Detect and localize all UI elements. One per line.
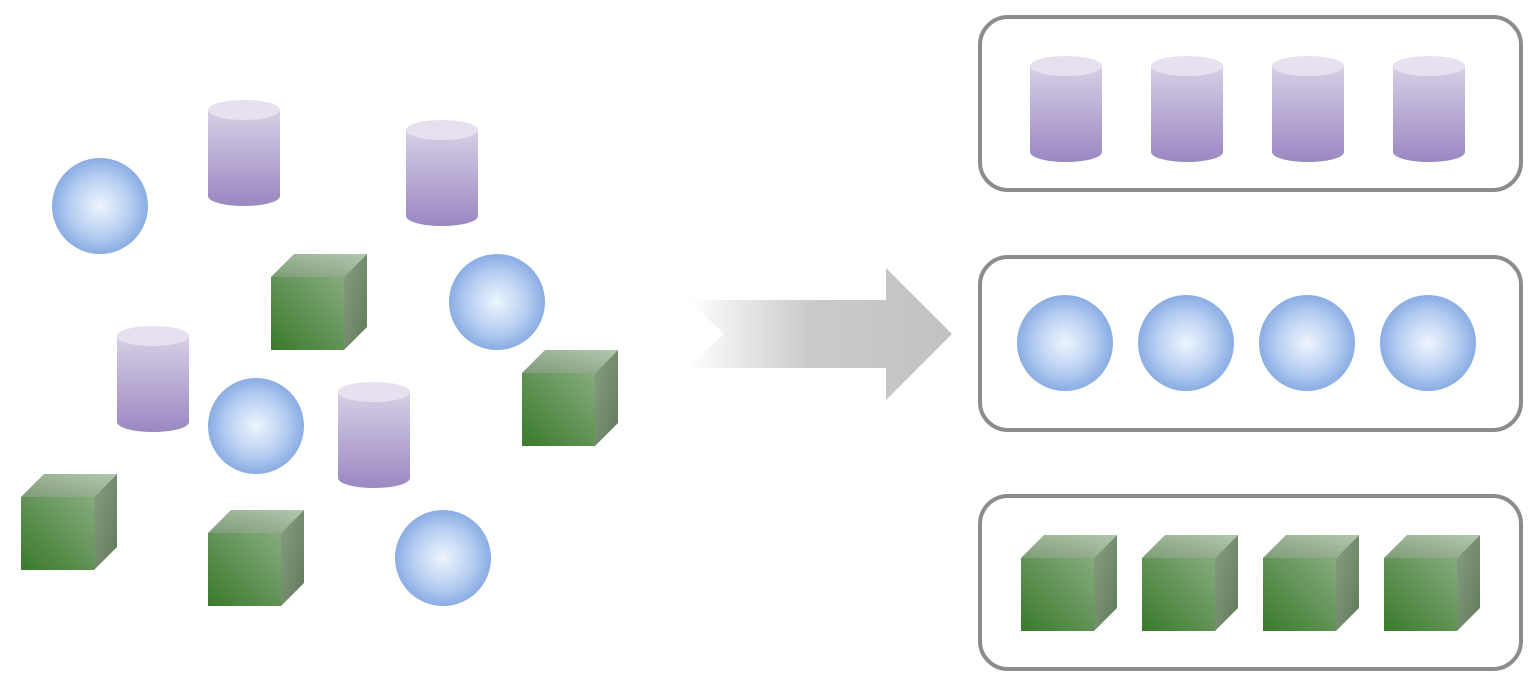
- sorted-sphere: [1259, 295, 1355, 391]
- unsorted-cube: [208, 510, 304, 606]
- sorted-groups: [978, 15, 1523, 671]
- sorted-cylinder: [1030, 56, 1102, 162]
- sorted-cube: [1263, 535, 1359, 631]
- unsorted-cylinder: [406, 120, 478, 226]
- unsorted-sphere: [395, 510, 491, 606]
- unsorted-cylinder: [117, 326, 189, 432]
- sort-arrow-icon: [688, 268, 952, 400]
- unsorted-sphere: [449, 254, 545, 350]
- group-box-spheres: [978, 255, 1523, 432]
- unsorted-sphere: [208, 378, 304, 474]
- unsorted-cylinder: [338, 382, 410, 488]
- unsorted-cube: [522, 350, 618, 446]
- group-box-cylinders: [978, 15, 1523, 192]
- sorted-sphere: [1380, 295, 1476, 391]
- unsorted-cylinder: [208, 100, 280, 206]
- unsorted-shapes: [21, 100, 618, 606]
- unsorted-cube: [21, 474, 117, 570]
- sorted-cube: [1384, 535, 1480, 631]
- unsorted-sphere: [52, 158, 148, 254]
- sorted-cylinder: [1272, 56, 1344, 162]
- sorted-sphere: [1138, 295, 1234, 391]
- unsorted-cube: [271, 254, 367, 350]
- group-box-cubes: [978, 494, 1523, 671]
- sorted-cube: [1142, 535, 1238, 631]
- sorted-cylinder: [1151, 56, 1223, 162]
- sorted-sphere: [1017, 295, 1113, 391]
- sorted-cube: [1021, 535, 1117, 631]
- sorted-cylinder: [1393, 56, 1465, 162]
